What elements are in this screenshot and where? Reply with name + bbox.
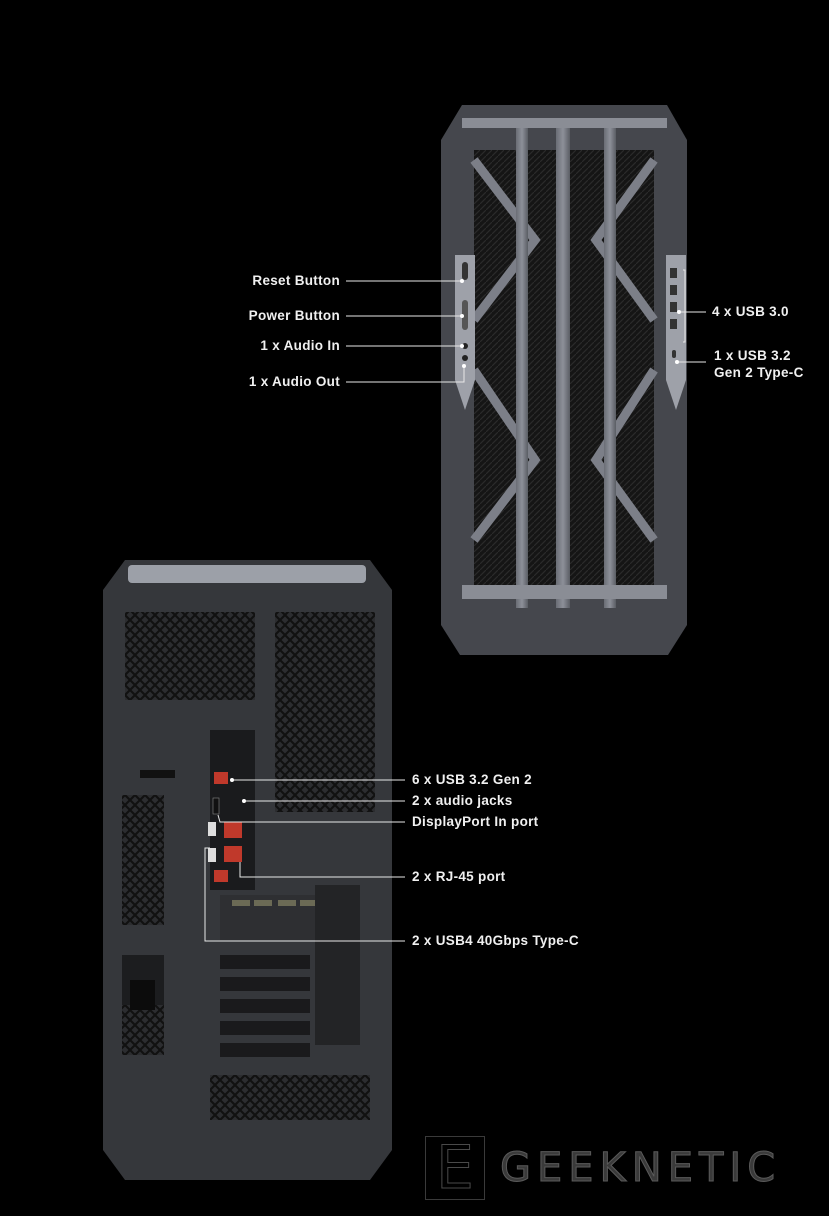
watermark-logo-text: GEEKNETIC — [499, 1145, 782, 1192]
label-rj45: 2 x RJ-45 port — [412, 869, 506, 884]
label-audio-jacks: 2 x audio jacks — [412, 793, 513, 808]
label-audio-in: 1 x Audio In — [260, 338, 340, 353]
leader-usb30-bracket — [683, 269, 686, 343]
label-usb32: 6 x USB 3.2 Gen 2 — [412, 772, 532, 787]
label-usbc-line1: 1 x USB 3.2 — [714, 348, 791, 363]
label-power-button: Power Button — [248, 308, 340, 323]
label-usbc-line2: Gen 2 Type-C — [714, 365, 804, 380]
rear-case — [103, 560, 392, 1180]
leader-displayport — [217, 814, 405, 823]
leader-audio-out — [346, 366, 465, 383]
leader-usb4 — [204, 847, 405, 942]
label-usb4: 2 x USB4 40Gbps Type-C — [412, 933, 579, 948]
label-usbc: 1 x USB 3.2 Gen 2 Type-C — [714, 347, 804, 381]
leader-rj45 — [239, 862, 405, 878]
front-case — [441, 105, 687, 655]
leader-lines — [204, 269, 706, 942]
label-audio-out: 1 x Audio Out — [248, 374, 340, 389]
label-reset-button: Reset Button — [252, 273, 340, 288]
label-displayport: DisplayPort In port — [412, 814, 539, 829]
watermark-logo-mark: E — [425, 1136, 485, 1200]
label-usb30: 4 x USB 3.0 — [712, 304, 789, 319]
